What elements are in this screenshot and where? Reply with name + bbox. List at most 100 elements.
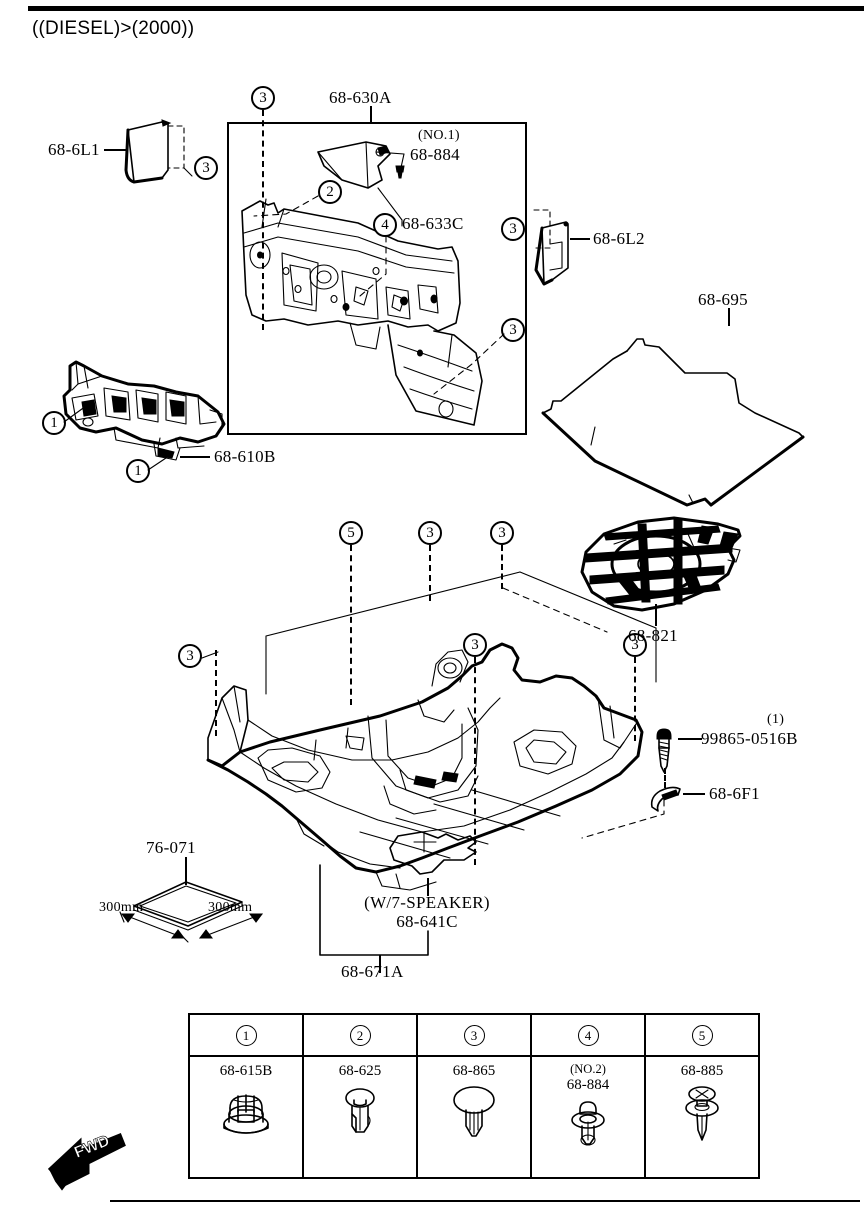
part-label-76-071: 76-071: [146, 838, 196, 857]
legend-body-1: 68-615B: [190, 1057, 302, 1177]
legend-part-number-3: 68-865: [452, 1063, 496, 1079]
legend-column-3: 3 68-865: [418, 1015, 532, 1177]
dashline-callout2: [252, 186, 322, 226]
legend-header-1: 1: [190, 1015, 302, 1057]
leader-68-633C: [370, 186, 410, 228]
dashline-callout5: [350, 545, 352, 705]
callout-3-dash-top: 3: [251, 86, 275, 110]
legend-ref-2: 2: [349, 1024, 371, 1046]
legend-ref-5: 5: [691, 1024, 713, 1046]
leader-68-821: [655, 604, 657, 626]
callout-5-carpet: 5: [339, 521, 363, 545]
legend-header-2: 2: [304, 1015, 416, 1057]
part-68-6F1-shape: [648, 785, 684, 815]
part-label-68-671A: 68-671A: [341, 962, 404, 981]
legend-column-4: 4 (NO.2) 68-884: [532, 1015, 646, 1177]
part-68-641C-shape: [384, 830, 480, 880]
dashline-clip-to-carpet: [580, 798, 676, 840]
part-label-68-884-no1: 68-884: [410, 145, 460, 164]
legend-table: 1 68-615B: [188, 1013, 760, 1179]
leader-68-6F1: [683, 793, 705, 795]
part-label-68-610B: 68-610B: [214, 447, 276, 466]
dimension-label-left: 300mm: [99, 900, 144, 915]
legend-ref-1: 1: [235, 1024, 257, 1046]
fwd-orientation-arrow: [47, 1133, 128, 1195]
legend-header-5: 5: [646, 1015, 758, 1057]
callout-3-carpet-top-right: 3: [490, 521, 514, 545]
part-label-68-6L2: 68-6L2: [593, 229, 645, 248]
flanged-rivet-clip-icon: [558, 1100, 618, 1152]
legend-header-4: 4: [532, 1015, 644, 1057]
legend-ref-3: 3: [463, 1024, 485, 1046]
dashline-screw-clip: [664, 768, 666, 788]
legend-body-5: 68-885: [646, 1057, 758, 1177]
legend-part-number-4: 68-884: [566, 1076, 610, 1093]
callout-2-dash-insulator: 2: [318, 180, 342, 204]
dimension-label-right: 300mm: [208, 900, 253, 915]
dashline-callout3-mat-lower: [474, 657, 476, 865]
part-68-6L2-shape: [528, 208, 588, 292]
dash-insulator-frame: [227, 122, 527, 435]
dashline-callout3-left: [215, 650, 217, 736]
dashline-callout3-top-right: [501, 545, 503, 589]
top-rule: [28, 6, 864, 11]
callout-1-68-610B-bottom: 1: [126, 459, 150, 483]
push-pin-clip-icon: [330, 1086, 390, 1138]
callout-3-68-6L2: 3: [501, 217, 525, 241]
callout-3-dash-lower-right: 3: [501, 318, 525, 342]
legend-column-1: 1 68-615B: [190, 1015, 304, 1177]
part-68-6L1-shape: [118, 118, 213, 193]
legend-part-number-5: 68-885: [680, 1063, 724, 1079]
leader-68-6L1: [104, 149, 128, 151]
callout-3-carpet-right: 3: [623, 633, 647, 657]
part-note-68-884-no1: (NO.1): [418, 128, 460, 143]
part-76-071-shape: [130, 880, 250, 936]
carpet-construction-lines: [264, 570, 664, 700]
legend-body-2: 68-625: [304, 1057, 416, 1177]
dash-insulator-shape: [238, 175, 518, 430]
legend-body-4: (NO.2) 68-884: [532, 1057, 644, 1177]
part-label-68-6L1: 68-6L1: [48, 140, 100, 159]
part-note-68-641C: (W/7-SPEAKER): [364, 893, 490, 912]
leader-68-610B: [180, 456, 210, 458]
mushroom-head-clip-icon: [444, 1086, 504, 1138]
callout-3-68-6L1: 3: [194, 156, 218, 180]
dashline-callout3-top-mid: [429, 545, 431, 601]
part-68-610B-shape: [58, 352, 238, 467]
legend-header-3: 3: [418, 1015, 530, 1057]
dimension-right-arrow: [192, 910, 266, 944]
leader-68-6L2: [570, 238, 590, 240]
legend-body-3: 68-865: [418, 1057, 530, 1177]
legend-column-5: 5 68-885: [646, 1015, 758, 1177]
legend-note-4: (NO.2): [570, 1062, 606, 1076]
dimension-left-arrow: [118, 910, 192, 944]
part-68-695-shape: [541, 315, 861, 507]
legend-ref-4: 4: [577, 1024, 599, 1046]
dashline-callout3-lower-right: [432, 330, 508, 400]
leader-callout1-bottom: [146, 452, 176, 474]
grommet-nut-clip-icon: [216, 1086, 276, 1138]
callout-3-carpet-top-mid: 3: [418, 521, 442, 545]
dashline-callout3-top-right-diag: [501, 586, 611, 636]
part-label-99865-0516B: 99865-0516B: [701, 729, 798, 748]
part-label-68-633C: 68-633C: [402, 214, 464, 233]
part-label-68-6F1: 68-6F1: [709, 784, 760, 803]
bottom-rule: [110, 1200, 860, 1202]
callout-3-mat-lower: 3: [463, 633, 487, 657]
dashline-callout3-left-link: [200, 650, 220, 662]
legend-column-2: 2 68-625: [304, 1015, 418, 1177]
leader-76-071: [185, 857, 187, 885]
leader-99865-0516B: [678, 738, 702, 740]
page-title: ((DIESEL)>(2000)): [32, 18, 195, 39]
part-label-68-641C: 68-641C: [396, 912, 458, 931]
leader-68-695: [728, 308, 730, 326]
callout-4-68-633C: 4: [373, 213, 397, 237]
part-label-68-630A: 68-630A: [329, 88, 392, 107]
legend-part-number-1: 68-615B: [219, 1063, 273, 1079]
leader-68-641C: [427, 878, 429, 896]
part-label-68-695: 68-695: [698, 290, 748, 309]
legend-part-number-2: 68-625: [338, 1063, 382, 1079]
part-label-68-821: 68-821: [628, 626, 678, 645]
qty-99865-0516B: (1): [767, 712, 785, 727]
part-68-821-shape: [578, 514, 758, 634]
